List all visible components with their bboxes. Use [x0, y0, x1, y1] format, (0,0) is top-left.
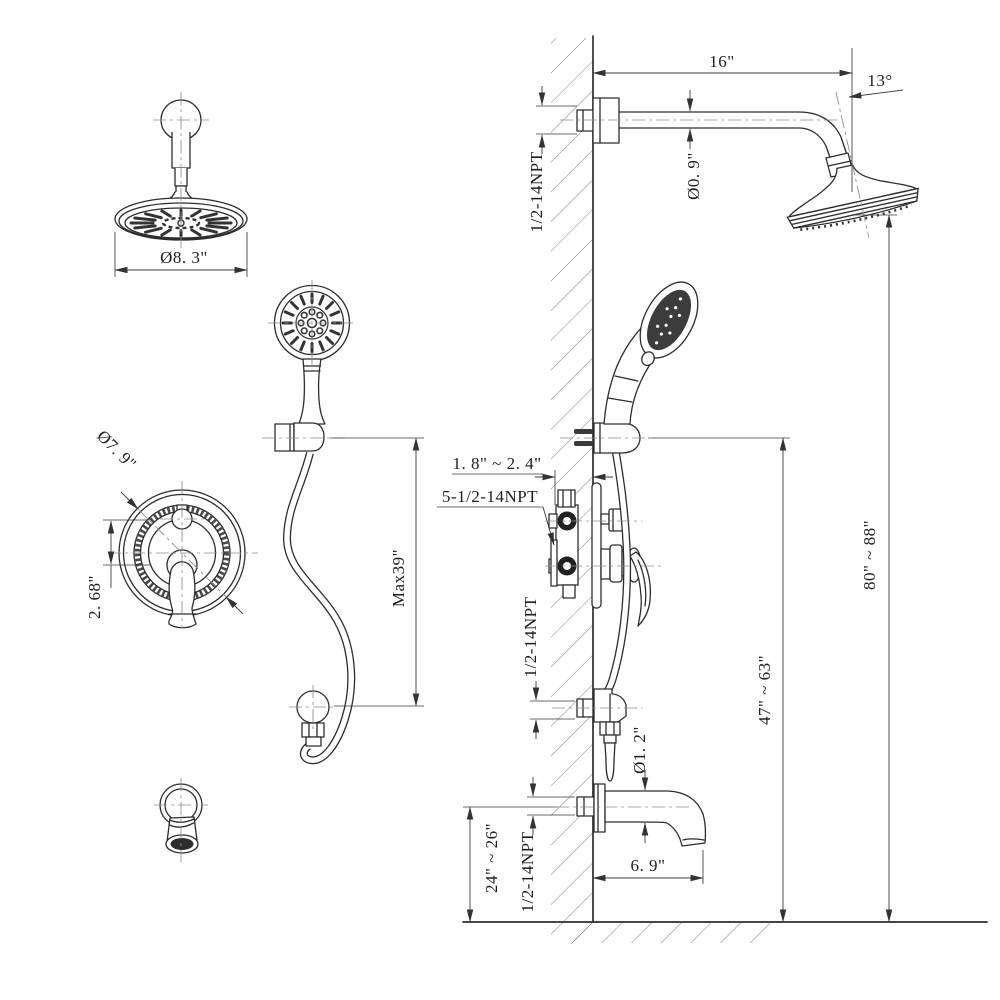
hand-shower-hose-side — [603, 452, 632, 694]
hose-connector-ball — [289, 685, 337, 747]
dim-ell-thread: 1/2-14NPT — [521, 596, 575, 739]
tub-spout-side — [576, 783, 707, 847]
floor-section — [462, 921, 988, 943]
arm-thread-label: 1/2-14NPT — [527, 151, 546, 232]
dim-overhead-diameter: Ø8. 3" — [114, 232, 248, 277]
hose-max-length-label: Max39" — [389, 549, 408, 607]
dim-spout-reach: 6. 9" — [592, 850, 704, 884]
holder-screw — [574, 441, 593, 446]
arm-length-label: 16" — [709, 52, 734, 71]
dim-spout-height: 24" ~ 26" — [463, 806, 558, 923]
head-angle-label: 13° — [867, 71, 892, 90]
hand-shower-handle — [298, 358, 326, 425]
dim-hose-max-length: Max39" — [330, 437, 424, 707]
valve-thread-label: 5-1/2-14NPT — [442, 487, 538, 506]
overhead-shower-front-view — [114, 92, 248, 248]
hose-connector-hanging — [604, 742, 616, 782]
hand-shower-face-side — [646, 289, 692, 351]
holder-screw — [574, 429, 593, 434]
valve-handle-lever — [168, 561, 197, 629]
shower-arm-side — [576, 97, 854, 178]
spout-diameter-label: Ø1. 2" — [630, 726, 649, 774]
hand-shower-hose — [282, 452, 356, 765]
dim-hand-shower-height: 47" ~ 63" — [648, 437, 790, 923]
hand-shower-height-label: 47" ~ 63" — [755, 655, 774, 725]
overhead-diameter-label: Ø8. 3" — [160, 248, 208, 267]
head-axis-centerline — [835, 91, 870, 239]
trim-diameter-label: Ø7. 9" — [93, 426, 140, 473]
dim-arm-diameter: Ø0. 9" — [684, 90, 703, 200]
spout-height-label: 24" ~ 26" — [482, 823, 501, 893]
tub-spout-front-view — [154, 778, 208, 862]
ell-thread-label: 1/2-14NPT — [521, 596, 540, 677]
shower-head-side — [786, 164, 919, 231]
valve-depth-label: 1. 8" ~ 2. 4" — [452, 454, 541, 473]
dim-valve-thread: 5-1/2-14NPT — [437, 487, 555, 546]
valve-trim-plate-side — [591, 482, 602, 609]
dim-head-angle: 13° — [848, 71, 904, 99]
dim-arm-thread: 1/2-14NPT — [527, 86, 577, 233]
dim-arm-length: 16" — [592, 36, 853, 192]
arm-diameter-label: Ø0. 9" — [684, 152, 703, 200]
fitting-centerlines — [545, 437, 690, 808]
dim-control-spacing: 2. 68" — [85, 519, 150, 619]
hand-shower-spray-pattern — [281, 292, 343, 354]
dim-spout-diameter: Ø1. 2" — [630, 726, 649, 843]
hand-shower-front-view — [268, 280, 356, 425]
valve-trim-front-view — [108, 481, 258, 629]
drop-ell — [576, 688, 627, 782]
overall-height-label: 80" ~ 88" — [860, 520, 879, 590]
dim-valve-depth: 1. 8" ~ 2. 4" — [452, 454, 613, 505]
spout-reach-label: 6. 9" — [631, 856, 666, 875]
hand-shower-holder-front — [262, 422, 345, 452]
spout-thread-label: 1/2-14NPT — [518, 831, 537, 912]
hand-shower-side — [603, 281, 699, 425]
hand-shower-nub — [641, 351, 655, 367]
valve-lever-side — [629, 551, 652, 627]
dim-overall-height: 80" ~ 88" — [855, 214, 897, 923]
dim-spout-thread: 1/2-14NPT — [518, 777, 575, 913]
control-spacing-label: 2. 68" — [85, 575, 104, 619]
